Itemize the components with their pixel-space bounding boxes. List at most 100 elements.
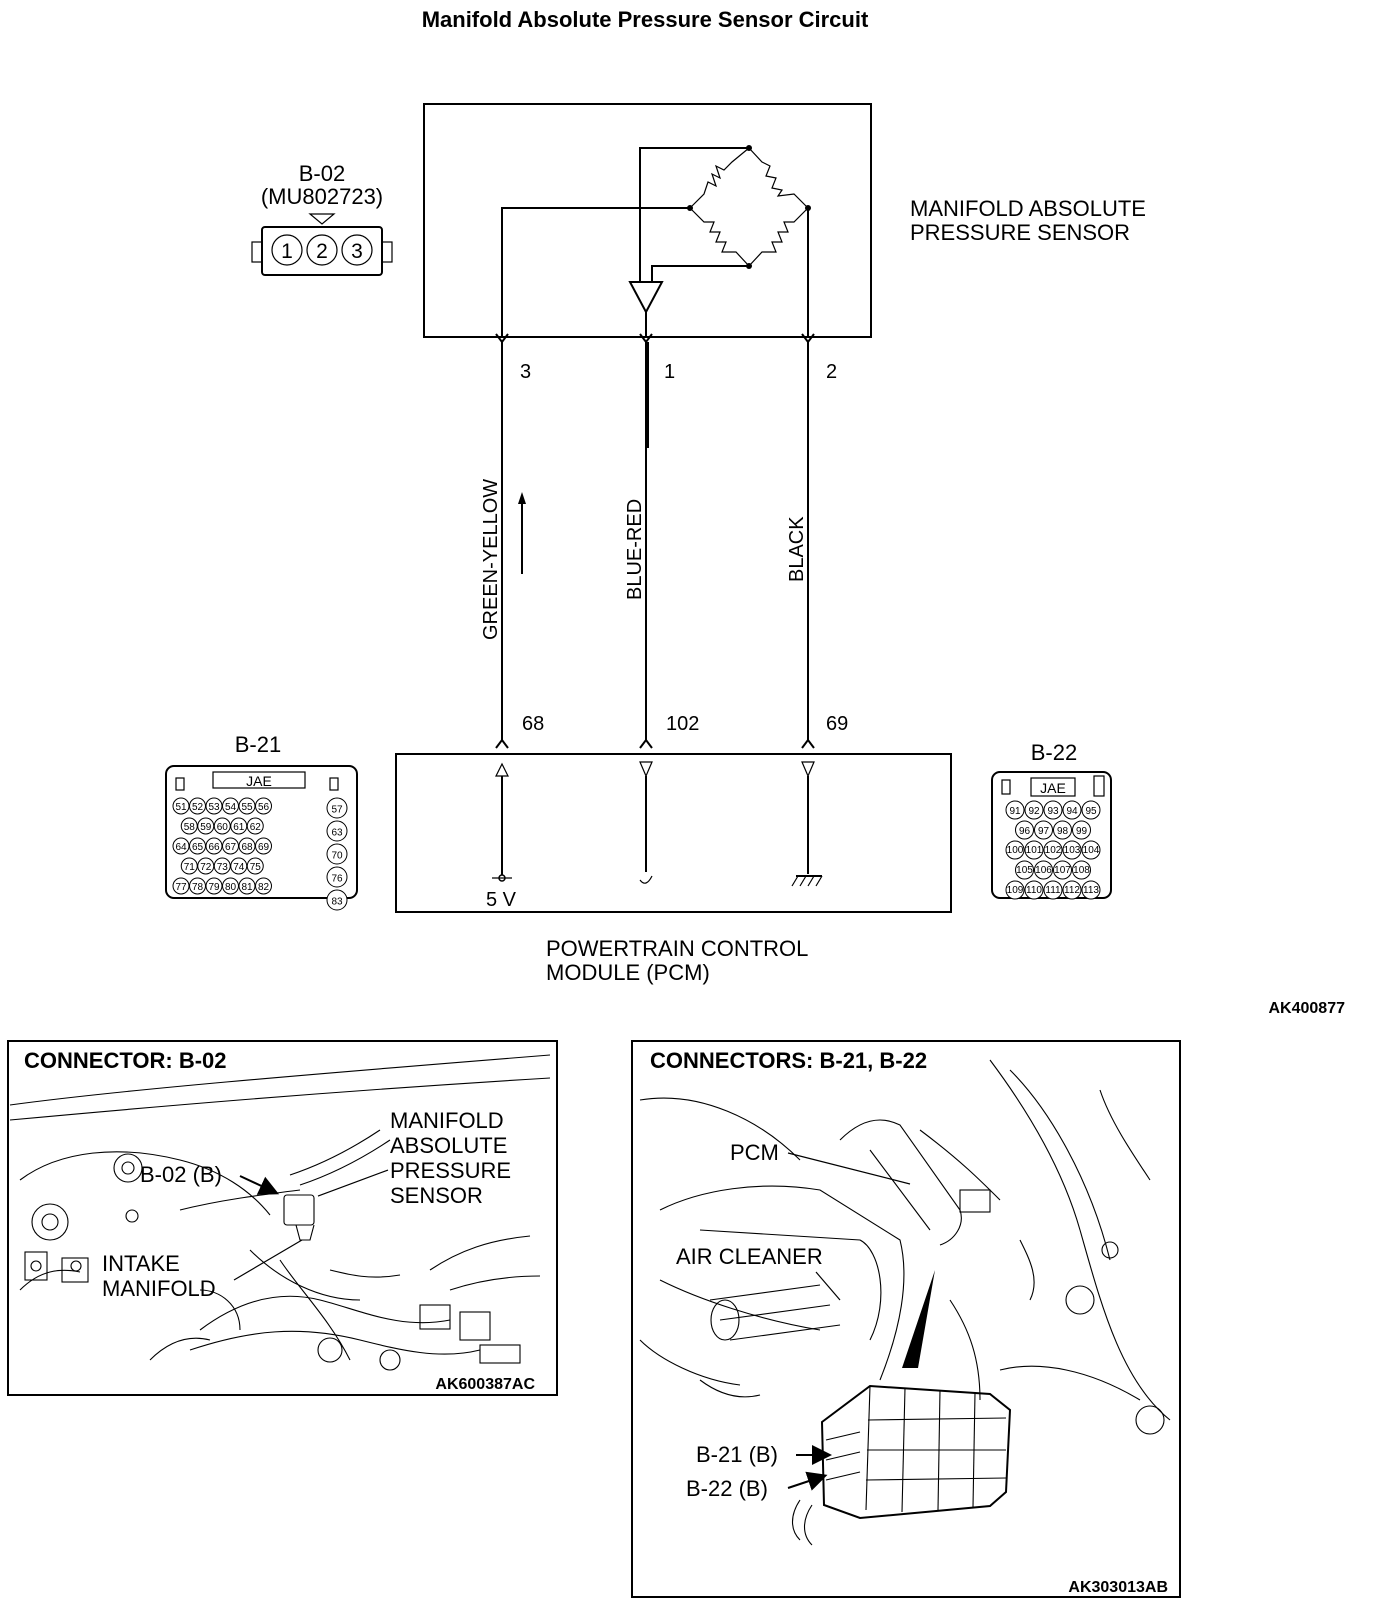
wire-color-black: BLACK xyxy=(786,516,808,582)
panel-left-heading: CONNECTOR: B-02 xyxy=(24,1048,227,1073)
connector-pin-label: 65 xyxy=(192,842,204,853)
wire-color-blue-red: BLUE-RED xyxy=(624,499,646,600)
connector-pin-label: 57 xyxy=(331,804,343,815)
connector-pin-label: 97 xyxy=(1038,826,1050,837)
connector-pin-label: 106 xyxy=(1035,865,1052,876)
wire-color-green-yellow: GREEN-YELLOW xyxy=(480,479,502,640)
b02-pin-1: 1 xyxy=(281,240,293,263)
connector-pin xyxy=(326,866,348,888)
connector-pin-label: 61 xyxy=(233,822,245,833)
connector-pin-label: 67 xyxy=(225,842,237,853)
connector-pin xyxy=(1081,840,1101,860)
callout-b21-b: B-21 (B) xyxy=(696,1442,778,1467)
connector-pin-label: 94 xyxy=(1066,806,1078,817)
engine-bay-sketch-right xyxy=(639,1059,1171,1435)
connector-pin xyxy=(1015,820,1034,840)
connector-pin xyxy=(1043,800,1063,820)
connector-pin-label: 103 xyxy=(1064,845,1081,856)
connector-pin-label: 58 xyxy=(184,822,196,833)
connector-pin xyxy=(255,877,272,895)
panel-right-heading: CONNECTORS: B-21, B-22 xyxy=(650,1048,927,1073)
connector-pin xyxy=(1024,880,1044,900)
connector-pin xyxy=(1062,840,1082,860)
panel-left-code: AK600387AC xyxy=(435,1376,535,1393)
connector-pin-label: 74 xyxy=(233,862,245,873)
connector-pin-label: 91 xyxy=(1009,806,1021,817)
callout-manifold-l1: INTAKE xyxy=(102,1251,180,1276)
figure-code: AK400877 xyxy=(1269,1000,1346,1017)
connector-pin xyxy=(255,797,272,815)
connector-pin-label: 63 xyxy=(331,827,343,838)
diagram-title: Manifold Absolute Pressure Sensor Circui… xyxy=(422,7,869,32)
connector-pin-label: 113 xyxy=(1083,885,1099,896)
connector-pin-label: 92 xyxy=(1028,806,1040,817)
connector-pin-label: 54 xyxy=(225,802,237,813)
connector-pin-label: 107 xyxy=(1054,865,1071,876)
b21-label: B-21 xyxy=(235,732,281,757)
sensor-pin-2: 2 xyxy=(826,361,837,383)
connector-pin-label: 99 xyxy=(1076,826,1088,837)
connector-pin-label: 102 xyxy=(1045,845,1062,856)
connector-pin-label: 66 xyxy=(208,842,220,853)
pcm-pin-69: 69 xyxy=(826,713,848,735)
connector-pin xyxy=(1072,860,1091,880)
connector-pin xyxy=(326,797,348,819)
b22-maker: JAE xyxy=(1040,780,1066,796)
sensor-name-line1: MANIFOLD ABSOLUTE xyxy=(910,196,1146,221)
connector-pin xyxy=(1005,840,1025,860)
callout-sensor-l3: PRESSURE xyxy=(390,1158,511,1183)
connector-pin-label: 64 xyxy=(175,842,187,853)
sensor-name-line2: PRESSURE SENSOR xyxy=(910,220,1130,245)
pcm-pin-chevrons xyxy=(495,738,815,749)
b21-maker: JAE xyxy=(246,773,272,789)
connector-pin-label: 105 xyxy=(1016,865,1033,876)
connector-pin xyxy=(1053,820,1072,840)
b21-connector-face xyxy=(165,765,358,899)
connector-pin-label: 110 xyxy=(1026,885,1042,896)
connector-pin-label: 72 xyxy=(200,862,212,873)
connector-pin-label: 82 xyxy=(258,882,270,893)
connector-pin xyxy=(246,857,264,875)
connector-pin xyxy=(326,820,348,842)
pcm-name-line1: POWERTRAIN CONTROL xyxy=(546,936,808,961)
b02-part-number: (MU802723) xyxy=(261,184,383,209)
b02-label: B-02 xyxy=(299,161,345,186)
connector-pin xyxy=(1024,800,1044,820)
b22-arrow xyxy=(787,1471,828,1491)
connector-pin xyxy=(1005,880,1025,900)
connector-pin-label: 95 xyxy=(1085,806,1097,817)
connector-pin-label: 81 xyxy=(241,882,253,893)
connector-pin-label: 78 xyxy=(192,882,204,893)
sensor-pin-3: 3 xyxy=(520,361,531,383)
connector-pin-label: 101 xyxy=(1026,845,1043,856)
sensor-box xyxy=(423,103,872,338)
connector-pin xyxy=(1053,860,1072,880)
callout-manifold-l2: MANIFOLD xyxy=(102,1276,216,1301)
connector-pin-label: 73 xyxy=(217,862,229,873)
sensor-pin-1: 1 xyxy=(664,361,675,383)
connector-pin-label: 60 xyxy=(217,822,229,833)
connector-pin-label: 108 xyxy=(1073,865,1090,876)
connector-pin-label: 104 xyxy=(1083,845,1100,856)
connector-pin-label: 83 xyxy=(331,896,343,907)
connector-pin-label: 62 xyxy=(250,822,262,833)
pcm-pin-102: 102 xyxy=(666,713,699,735)
callout-pcm: PCM xyxy=(730,1140,779,1165)
connector-pin-label: 100 xyxy=(1007,845,1024,856)
connector-pin-label: 96 xyxy=(1019,826,1031,837)
connector-pin xyxy=(1043,840,1063,860)
connector-pin xyxy=(326,889,348,911)
connector-pin-label: 59 xyxy=(200,822,212,833)
connector-pin-label: 98 xyxy=(1057,826,1069,837)
connector-pin-label: 55 xyxy=(241,802,253,813)
b22-label: B-22 xyxy=(1031,740,1077,765)
connector-pin xyxy=(1081,800,1101,820)
connector-pin-label: 75 xyxy=(250,862,262,873)
pcm-pin-68: 68 xyxy=(522,713,544,735)
connector-pin-label: 69 xyxy=(258,842,270,853)
connector-pin xyxy=(1015,860,1034,880)
connector-pin-label: 51 xyxy=(175,802,187,813)
